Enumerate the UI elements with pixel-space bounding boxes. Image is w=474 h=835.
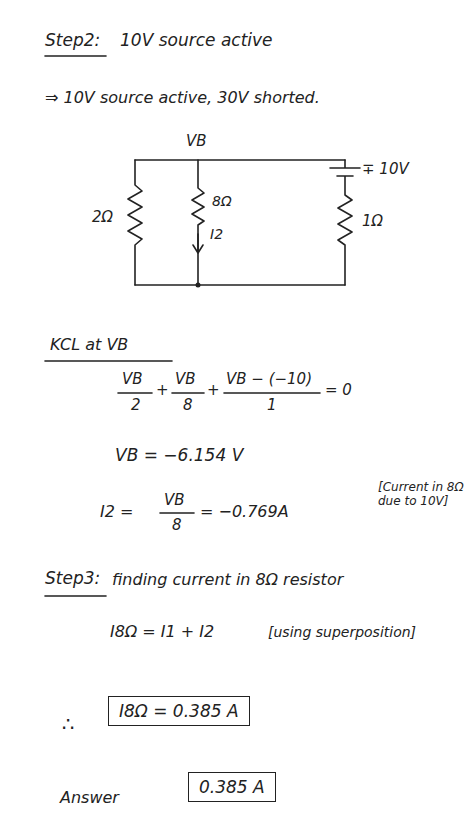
- numerator: VB − (−10): [226, 370, 312, 388]
- current-label: I2: [210, 226, 223, 243]
- underline: [45, 55, 106, 57]
- answer-box: 0.385 A: [188, 772, 276, 802]
- numerator: VB: [122, 370, 143, 388]
- answer-box: I8Ω = 0.385 A: [108, 696, 250, 726]
- denominator: 1: [267, 396, 277, 414]
- underline: [45, 360, 172, 362]
- resistor-symbol: [128, 160, 142, 285]
- heading: KCL at VB: [50, 335, 128, 354]
- denominator: 8: [172, 516, 182, 534]
- underline: [45, 595, 106, 597]
- result: VB = −6.154 V: [115, 445, 243, 465]
- result: = −0.769A: [200, 502, 289, 521]
- resistor-symbol: [192, 160, 204, 285]
- fraction-bar: [172, 392, 204, 394]
- denominator: 8: [183, 396, 193, 414]
- wire: [135, 159, 345, 161]
- answer-text: I8Ω = 0.385 A: [119, 701, 239, 721]
- equation: I8Ω = I1 + I2: [110, 622, 214, 641]
- equation-part: I2 =: [100, 502, 133, 521]
- denominator: 2: [131, 396, 141, 414]
- numerator: VB: [175, 370, 196, 388]
- operator: +: [207, 381, 220, 399]
- heading-text: 10V source active: [120, 30, 273, 50]
- note: [Current in 8Ω due to 10V]: [378, 480, 466, 509]
- junction-dot: [196, 283, 201, 288]
- battery-and-resistor: [330, 160, 360, 285]
- step-heading: Step2:: [45, 30, 100, 50]
- answer-text: 0.385 A: [199, 777, 265, 797]
- note: [using superposition]: [268, 624, 416, 641]
- resistor-label: 8Ω: [212, 193, 232, 210]
- source-label: ∓ 10V: [362, 160, 409, 178]
- current-arrow: [193, 234, 203, 253]
- resistor-label: 2Ω: [92, 208, 113, 226]
- operator: +: [156, 381, 169, 399]
- fraction-bar: [118, 392, 152, 394]
- numerator: VB: [164, 491, 185, 509]
- resistor-label: 1Ω: [362, 212, 383, 230]
- fraction-bar: [160, 512, 194, 514]
- answer-label: Answer: [60, 788, 119, 807]
- heading-text: finding current in 8Ω resistor: [112, 570, 343, 589]
- node-label: VB: [186, 132, 207, 150]
- symbol: ∴: [62, 712, 75, 736]
- step-heading: Step3:: [45, 568, 100, 588]
- fraction-bar: [224, 392, 320, 394]
- equation-part: = 0: [325, 381, 352, 399]
- wire: [135, 284, 345, 286]
- note: ⇒ 10V source active, 30V shorted.: [45, 88, 320, 107]
